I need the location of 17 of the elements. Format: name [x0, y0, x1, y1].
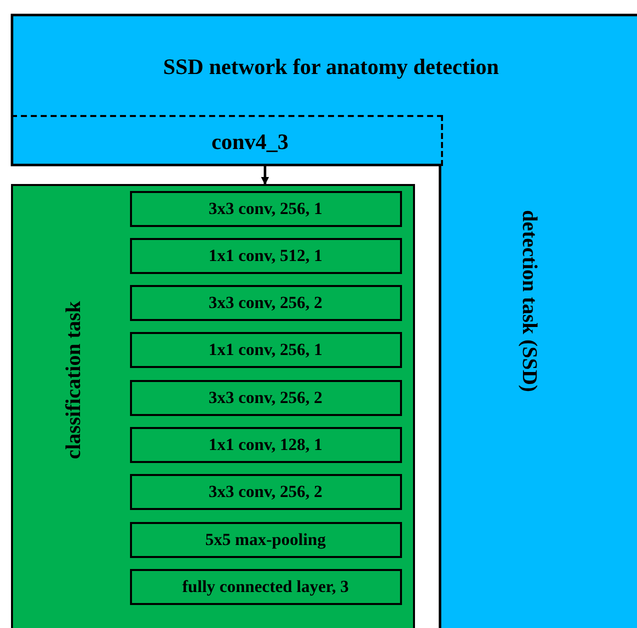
layer-box: 5x5 max-pooling [130, 522, 402, 558]
network-region [11, 14, 637, 628]
detection-label: detection task (SSD) [517, 210, 542, 392]
layer-box: 3x3 conv, 256, 1 [130, 190, 402, 226]
layer-box: 3x3 conv, 256, 2 [130, 285, 402, 322]
classification-box [11, 184, 415, 628]
network-title: SSD network for anatomy detection [162, 54, 500, 80]
arrow [261, 166, 269, 185]
layer-box: 1x1 conv, 128, 1 [130, 427, 402, 463]
classification-label: classification task [61, 301, 86, 460]
layer-box: 3x3 conv, 256, 2 [130, 380, 402, 416]
layer-region [11, 115, 443, 166]
layer-box: 3x3 conv, 256, 2 [130, 474, 402, 510]
layer-box: fully connected layer, 3 [130, 568, 402, 605]
layer-box: 1x1 conv, 512, 1 [130, 238, 402, 274]
layer-box: 1x1 conv, 256, 1 [130, 332, 402, 368]
layer-label: conv4_3 [212, 128, 288, 154]
